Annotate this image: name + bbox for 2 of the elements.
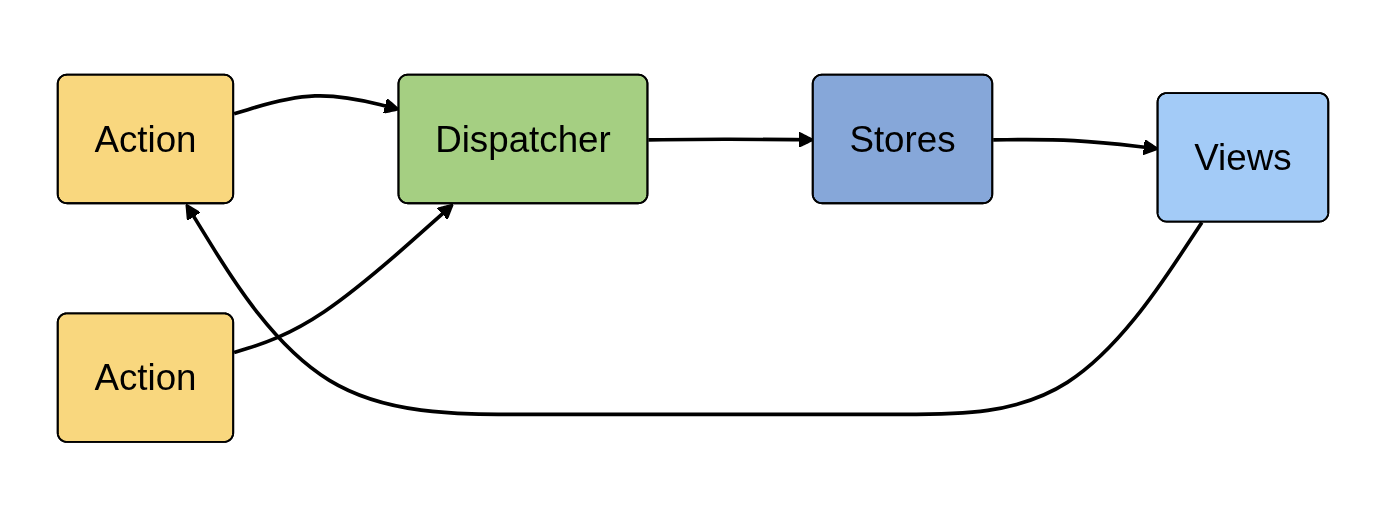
arrow — [233, 203, 454, 354]
arrow — [185, 203, 1204, 416]
